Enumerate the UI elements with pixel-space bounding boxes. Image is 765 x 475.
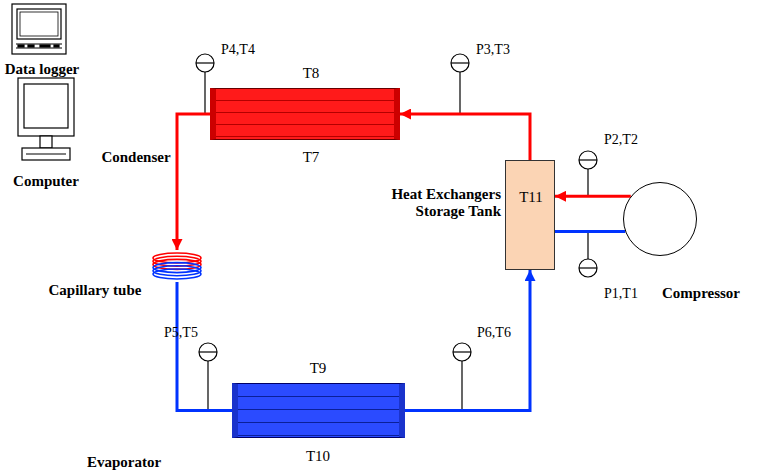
sensor-label: P6,T6: [477, 325, 511, 341]
temperature-point: T9: [310, 360, 327, 377]
refrigerant-pipe: [555, 195, 631, 198]
device-label: Data logger: [5, 61, 80, 78]
evaporator-box: EvaporatorT9T10: [232, 383, 405, 438]
temperature-point: T10: [306, 448, 330, 465]
temperature-point: T7: [303, 149, 320, 166]
sensor-label: P4,T4: [221, 42, 255, 58]
component-name: Capillary tube: [49, 282, 142, 299]
refrigerant-pipe: [177, 282, 232, 411]
coil-windings: [151, 250, 203, 282]
refrigerant-pipe: [555, 230, 625, 233]
component-name: Compressor: [662, 285, 740, 302]
storage-tank-box: Heat Exchangers Storage TankT11: [505, 160, 555, 270]
refrigerant-pipe: [400, 114, 530, 160]
component-name: Evaporator: [87, 454, 161, 471]
temperature-point: T11: [519, 189, 543, 206]
refrigerant-pipe: [177, 114, 210, 250]
capillary-coil: Capillary tube: [151, 250, 203, 282]
computer-icon: [18, 78, 74, 160]
component-name: Heat Exchangers Storage Tank: [365, 186, 501, 221]
device-label: Computer: [13, 173, 79, 190]
condenser-box: CondenserT8T7: [210, 88, 400, 140]
gauge-symbols: [196, 54, 597, 410]
component-name: Condenser: [101, 149, 170, 166]
refrigerant-pipe: [405, 270, 530, 411]
sensor-label: P3,T3: [476, 42, 510, 58]
sensor-label: P5,T5: [164, 325, 198, 341]
data-logger-icon: [12, 4, 66, 54]
compressor-circle: Compressor: [623, 182, 697, 256]
sensor-label: P2,T2: [604, 132, 638, 148]
sensor-label: P1,T1: [604, 286, 638, 302]
temperature-point: T8: [303, 65, 320, 82]
